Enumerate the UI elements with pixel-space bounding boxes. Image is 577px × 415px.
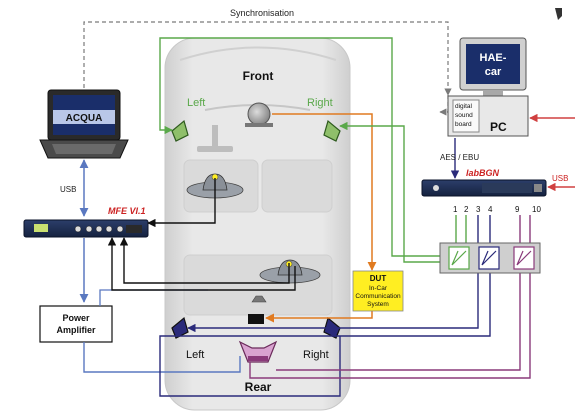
hae-line2: car xyxy=(485,66,502,78)
rear-label: Rear xyxy=(245,380,272,394)
channel-1: 1 xyxy=(453,205,458,214)
front-left-speaker xyxy=(171,119,189,142)
mfe-device xyxy=(23,219,149,238)
power-amp-line1: Power xyxy=(62,313,90,323)
channel-9: 9 xyxy=(515,205,520,214)
channel-3: 3 xyxy=(476,205,481,214)
front-center-speaker xyxy=(245,102,273,127)
corner-mark xyxy=(555,8,562,20)
acqua-laptop xyxy=(39,89,129,159)
channel-4: 4 xyxy=(488,205,493,214)
hae-line1: HAE- xyxy=(480,52,507,64)
labbgn-label: labBGN xyxy=(466,168,500,178)
front-right-speaker xyxy=(323,119,341,142)
artificial-head-rear xyxy=(259,259,321,284)
mfe-label: MFE VI.1 xyxy=(108,206,146,216)
hae-car-pc xyxy=(447,37,529,137)
sync-label: Synchronisation xyxy=(230,8,294,18)
dut-line3: Communication xyxy=(355,293,401,300)
channel-10: 10 xyxy=(532,205,541,214)
front-left-label: Left xyxy=(187,97,205,109)
soundboard-line1: digital xyxy=(455,103,473,110)
rear-right-label: Right xyxy=(303,349,329,361)
dut-line1: DUT xyxy=(370,274,387,283)
acqua-label: ACQUA xyxy=(66,113,103,124)
dut-box xyxy=(352,270,404,312)
usb-right-label: USB xyxy=(552,174,568,183)
channel-switch-box xyxy=(439,242,541,274)
rear-center-speaker xyxy=(238,340,278,363)
soundboard-line3: board xyxy=(455,121,472,128)
channel-2: 2 xyxy=(464,205,469,214)
pc-label: PC xyxy=(490,120,507,134)
rear-left-label: Left xyxy=(186,349,204,361)
aes-ebu-label: AES / EBU xyxy=(440,153,479,162)
front-right-label: Right xyxy=(307,97,333,109)
usb-left-label: USB xyxy=(60,185,76,194)
front-label: Front xyxy=(243,69,274,83)
steering-column xyxy=(212,125,218,147)
dut-line4: System xyxy=(367,301,389,308)
dut-line2: In-Car xyxy=(369,285,388,292)
car-body xyxy=(164,37,351,411)
power-amp-line2: Amplifier xyxy=(56,325,96,335)
soundboard-line2: sound xyxy=(455,112,473,119)
labbgn-device xyxy=(421,179,547,197)
power-amplifier xyxy=(39,305,113,343)
car-microphone xyxy=(248,314,264,324)
